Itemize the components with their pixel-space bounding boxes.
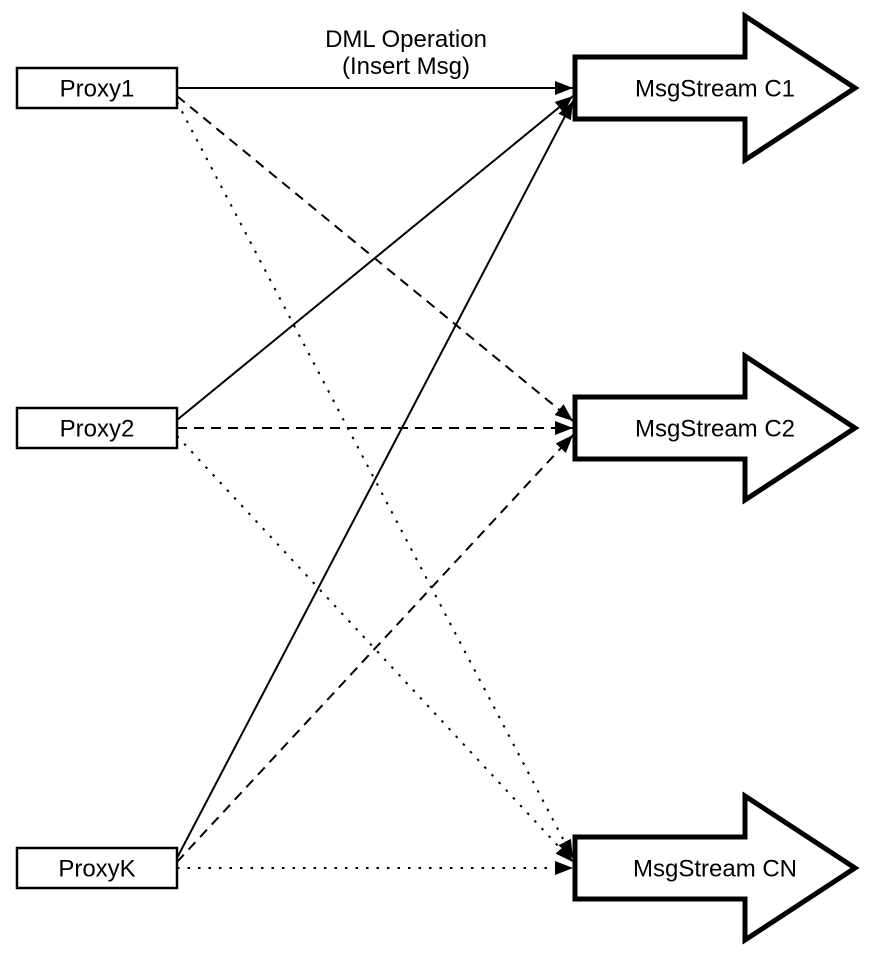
- msgstream-cn-arrow-shape: [572, 791, 860, 945]
- proxy1-box: [15, 66, 179, 110]
- proxyk-label: ProxyK: [58, 856, 135, 883]
- edge-label-line1: DML Operation: [325, 26, 487, 53]
- edge-label-dml-operation: DML Operation (Insert Msg): [325, 26, 487, 80]
- proxy-node-proxy1: Proxy1: [15, 66, 179, 110]
- msgstream-cn-label: MsgStream CN: [633, 856, 797, 883]
- proxy2-label: Proxy2: [60, 416, 135, 443]
- msgstream-c1-arrow-shape: [572, 11, 860, 165]
- stream-node-c1: MsgStream C1: [572, 11, 860, 165]
- proxy1-label: Proxy1: [60, 76, 135, 103]
- edge-proxy2-to-cn: [176, 435, 574, 863]
- msgstream-c2-arrow-shape: [572, 351, 860, 505]
- stream-node-cn: MsgStream CN: [572, 791, 860, 945]
- proxy-node-proxyk: ProxyK: [15, 846, 179, 890]
- proxy-node-proxy2: Proxy2: [15, 406, 179, 450]
- edges-layer: [176, 81, 574, 875]
- edge-proxyk-to-c1: [176, 100, 574, 859]
- stream-node-c2: MsgStream C2: [572, 351, 860, 505]
- edge-label-line2: (Insert Msg): [342, 53, 470, 80]
- edge-proxy2-to-c1: [176, 95, 574, 421]
- msgstream-c1-label: MsgStream C1: [635, 76, 795, 103]
- edge-proxyk-to-c2: [176, 434, 574, 863]
- msgstream-c2-label: MsgStream C2: [635, 416, 795, 443]
- proxyk-box: [15, 846, 179, 890]
- proxy2-box: [15, 406, 179, 450]
